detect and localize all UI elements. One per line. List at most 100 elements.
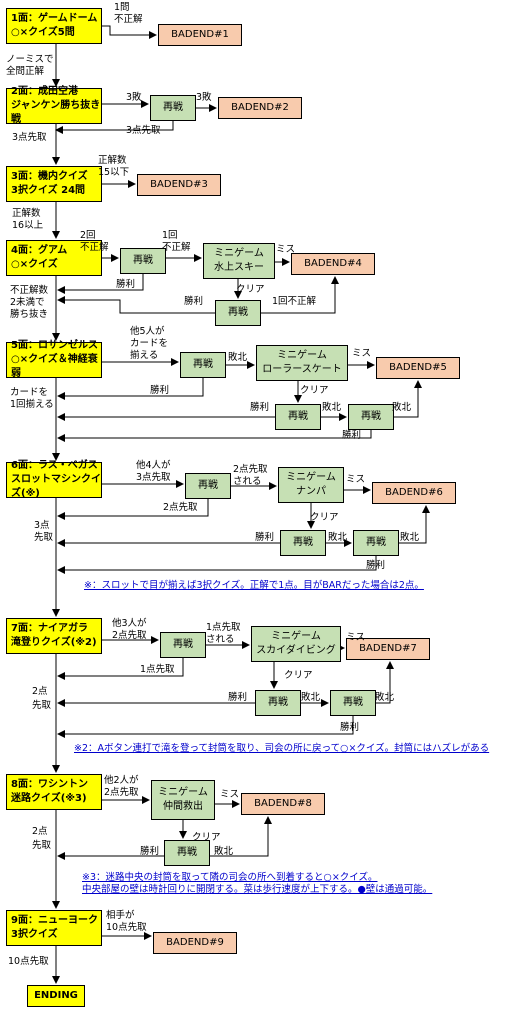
edge-label: 揃える: [130, 350, 159, 361]
edge-label: 敗北: [375, 692, 395, 703]
retry-4a-text: 再戦: [133, 255, 153, 266]
edge-label: ミス: [220, 789, 240, 800]
edge-label: 3点先取: [136, 472, 171, 483]
minigame-3-text: ミニゲーム: [286, 472, 336, 483]
retry-5b: 再戦: [275, 404, 321, 430]
minigame-1-text: ミニゲーム: [214, 248, 264, 259]
minigame-4: ミニゲームスカイダイビング: [251, 626, 341, 662]
retry-7c-text: 再戦: [343, 697, 363, 708]
retry-6a: 再戦: [185, 473, 231, 499]
minigame-3: ミニゲームナンパ: [278, 467, 344, 503]
edge-label: 先取: [34, 532, 54, 543]
stage-4-text: ○×クイズ: [11, 259, 58, 270]
stage-7-text: 滝登りクイズ(※2): [11, 637, 97, 648]
edge-label: 勝利: [255, 532, 275, 543]
edge-label: 勝利: [342, 430, 362, 441]
edge-label: 2未満で: [10, 297, 45, 308]
edge-label: 1回揃える: [10, 399, 54, 410]
edge-label: 敗北: [400, 532, 420, 543]
minigame-2: ミニゲームローラースケート: [256, 345, 348, 381]
edge-label: 1回: [162, 230, 178, 241]
badend-7: BADEND#7: [346, 638, 430, 660]
stage-5-text: ○×クイズ＆神経衰弱: [11, 354, 98, 379]
retry-2: 再戦: [150, 95, 196, 121]
flow-arrow: [261, 276, 339, 314]
retry-6c: 再戦: [353, 530, 399, 556]
stage-4: 4面：グアム ○×クイズ: [6, 240, 102, 276]
badend-7-text: BADEND#7: [359, 643, 417, 654]
stage-1-text: 1面：ゲームドーム: [11, 13, 98, 24]
footnote-3: ※3：迷路中央の封筒を取って隣の司会の所へ到着すると○×クイズ。: [82, 872, 378, 883]
edge-label: 2点先取: [104, 787, 139, 798]
retry-2-text: 再戦: [163, 102, 183, 113]
stage-3-text: 3面：機内クイズ: [11, 171, 88, 182]
stage-8-text: 迷路クイズ(※3): [11, 793, 87, 804]
retry-8-text: 再戦: [177, 847, 197, 858]
ending: ENDING: [27, 985, 85, 1007]
retry-7b: 再戦: [255, 690, 301, 716]
stage-9-text: 3択クイズ: [11, 929, 58, 940]
retry-8: 再戦: [164, 840, 210, 866]
flow-arrow: [57, 430, 372, 442]
badend-3-text: BADEND#3: [150, 179, 208, 190]
stage-2-text: 2面：成田空港: [11, 86, 78, 97]
retry-6b-text: 再戦: [293, 537, 313, 548]
ending-text: ENDING: [34, 990, 78, 1001]
edge-label: カードを: [130, 338, 169, 349]
edge-label: カードを: [10, 387, 49, 398]
badend-1-text: BADEND#1: [171, 29, 229, 40]
stage-5: 5面：ロサンゼルス ○×クイズ＆神経衰弱: [6, 340, 102, 379]
retry-4b: 再戦: [215, 300, 261, 326]
minigame-2-text: ローラースケート: [262, 364, 342, 375]
minigame-5: ミニゲーム仲間救出: [151, 780, 215, 820]
edge-label: される: [233, 476, 262, 487]
minigame-5-text: 仲間救出: [163, 801, 203, 812]
edge-label: クリア: [236, 284, 265, 295]
retry-7a-text: 再戦: [173, 639, 193, 650]
edge-label: 敗北: [214, 846, 234, 857]
badend-9-text: BADEND#9: [166, 937, 224, 948]
flow-arrow: [57, 499, 209, 520]
retry-6a-text: 再戦: [198, 480, 218, 491]
retry-7c: 再戦: [330, 690, 376, 716]
stage-9-text: 9面：ニューヨーク: [11, 915, 98, 926]
flow-arrow: [376, 661, 394, 704]
retry-5c-text: 再戦: [361, 411, 381, 422]
edge-label: 1点先取: [206, 622, 241, 633]
edge-label: 1回不正解: [272, 296, 317, 307]
edge-label: ミス: [346, 632, 366, 643]
badend-4: BADEND#4: [291, 253, 375, 275]
retry-4b-text: 再戦: [228, 307, 248, 318]
edge-label: クリア: [284, 670, 313, 681]
badend-2-text: BADEND#2: [231, 102, 289, 113]
stage-5-text: 5面：ロサンゼルス: [11, 340, 98, 351]
flow-arrow: [210, 816, 272, 857]
stage-4-text: 4面：グアム: [11, 245, 68, 256]
edge-label: 他5人が: [130, 326, 165, 337]
badend-8: BADEND#8: [241, 793, 325, 815]
minigame-1: ミニゲーム水上スキー: [203, 243, 275, 279]
edge-label: 3敗: [196, 92, 212, 103]
edge-label: クリア: [192, 832, 221, 843]
flow-arrow: [57, 658, 184, 680]
badend-6-text: BADEND#6: [385, 487, 443, 498]
edge-label: 他4人が: [136, 460, 171, 471]
edge-label: 10点先取: [106, 922, 147, 933]
flow-arrow: [57, 378, 204, 400]
edge-label: クリア: [300, 385, 329, 396]
retry-5c: 再戦: [348, 404, 394, 430]
badend-4-text: BADEND#4: [304, 258, 362, 269]
edge-label: ノーミスで: [6, 54, 54, 65]
retry-5a: 再戦: [180, 352, 226, 378]
minigame-1-text: 水上スキー: [214, 262, 264, 273]
edge-label: 15以下: [98, 167, 130, 178]
stage-1-text: ○×クイズ5問: [11, 27, 75, 38]
edge-label: 敗北: [301, 692, 321, 703]
edge-label: 2点先取: [163, 502, 198, 513]
edge-label: 16以上: [12, 220, 44, 231]
edge-label: 勝ち抜き: [10, 309, 49, 320]
edge-label: 敗北: [322, 402, 342, 413]
edge-label: 不正解: [80, 242, 109, 253]
edge-label: 先取: [32, 840, 52, 851]
